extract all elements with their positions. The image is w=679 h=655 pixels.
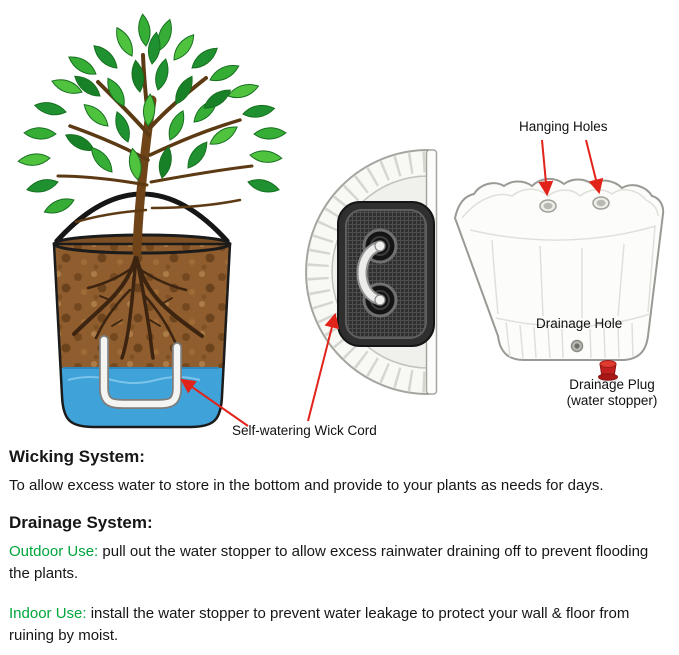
outdoor-use-body: pull out the water stopper to allow exce…: [9, 542, 649, 583]
trunk-and-branches: [56, 53, 254, 257]
wall-planter-illustration: [453, 178, 665, 383]
indoor-use-label: Indoor Use:: [9, 604, 87, 622]
illustration-canvas: [17, 13, 665, 429]
drainage-hole: [570, 339, 584, 353]
wick-view-illustration: [305, 148, 438, 396]
drainage-plug-label: Drainage Plug (water stopper): [556, 377, 668, 409]
outdoor-paragraph: Outdoor Use: pull out the water stopper …: [9, 541, 670, 586]
foliage: [17, 13, 287, 218]
soil-texture: [54, 244, 230, 372]
arrow-to-right-hanging-hole: [585, 139, 604, 195]
plant-pot-illustration: [17, 13, 287, 429]
outdoor-use-label: Outdoor Use:: [9, 542, 99, 560]
roots: [72, 254, 204, 360]
indoor-use-body: install the water stopper to prevent wat…: [9, 604, 630, 645]
hanging-holes-label: Hanging Holes: [519, 119, 608, 134]
drainage-plug-label-line2: (water stopper): [566, 393, 658, 409]
indoor-paragraph: Indoor Use: install the water stopper to…: [9, 603, 670, 648]
wicking-heading: Wicking System:: [9, 447, 145, 466]
drainage-heading: Drainage System:: [9, 512, 153, 532]
wick-cord: [99, 335, 182, 409]
arrow-to-pot-wick: [180, 378, 249, 427]
hanging-hole-left: [539, 199, 557, 213]
wick-cord-loop: [356, 240, 386, 306]
drainage-plug: [597, 360, 619, 383]
callout-arrows: [180, 139, 604, 427]
pot-outline: [52, 242, 232, 429]
arrow-to-left-hanging-hole: [538, 139, 554, 197]
wicking-body: To allow excess water to store in the bo…: [9, 477, 604, 494]
hanging-hole-right: [592, 196, 610, 210]
drainage-plug-label-line1: Drainage Plug: [569, 377, 655, 392]
drainage-hole-label: Drainage Hole: [536, 316, 623, 331]
description-section: Wicking System: To allow excess water to…: [9, 447, 670, 655]
arrow-to-cord-view: [307, 312, 340, 422]
planter-molding-lines: [461, 188, 659, 359]
wick-cord-label: Self-watering Wick Cord: [232, 423, 377, 438]
